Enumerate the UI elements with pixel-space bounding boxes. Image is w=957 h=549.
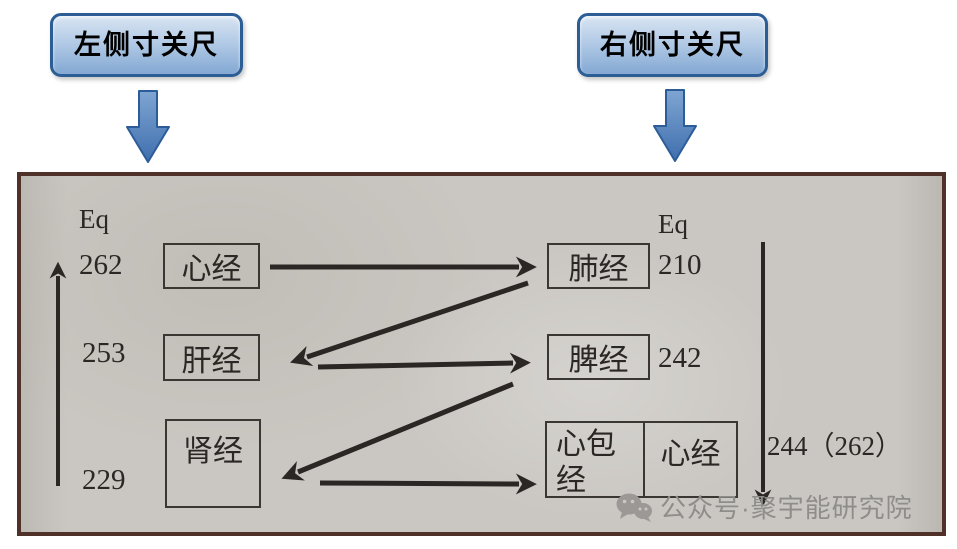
eq-value-heart: 262: [79, 249, 123, 281]
meridian-label: 心经: [660, 438, 721, 471]
meridian-box-liver: 肝经: [163, 334, 260, 381]
meridian-label: 心经: [181, 253, 242, 286]
wechat-icon: [616, 493, 652, 522]
meridian-label: 肾经: [183, 435, 243, 468]
watermark: 公众号·聚宇能研究院: [615, 492, 913, 523]
right-pulse-callout: 右侧寸关尺: [577, 13, 768, 77]
eq-value-liver: 253: [82, 337, 126, 369]
meridian-label: 心包经: [556, 428, 616, 497]
blue-down-arrow-icon: [126, 90, 170, 163]
eq-value-lung: 210: [658, 249, 702, 281]
meridian-label: 肺经: [568, 253, 629, 286]
meridian-box-heart: 心经: [163, 243, 260, 289]
left-pulse-callout-label: 左侧寸关尺: [74, 29, 219, 60]
scanned-diagram: Eq 262 心经 253 肝经 229 肾经 Eq 肺经 210 脾经 242…: [17, 172, 946, 536]
eq-header-right: Eq: [658, 209, 688, 239]
meridian-label: 脾经: [568, 344, 629, 377]
eq-value-pericardium: 244（262）: [767, 431, 902, 461]
eq-header-left: Eq: [79, 204, 109, 234]
right-pulse-callout-label: 右侧寸关尺: [600, 29, 745, 60]
meridian-box-kidney: 肾经: [165, 419, 261, 508]
meridian-box-heart-right: 心经: [643, 421, 738, 498]
eq-value-spleen: 242: [658, 342, 702, 374]
left-pulse-callout: 左侧寸关尺: [50, 13, 243, 77]
meridian-label: 肝经: [181, 344, 242, 378]
meridian-box-lung: 肺经: [547, 243, 650, 289]
blue-down-arrow-icon: [653, 89, 697, 162]
meridian-box-spleen: 脾经: [547, 334, 650, 380]
meridian-box-pericardium: 心包经: [545, 421, 645, 498]
flow-arrows: [49, 242, 772, 507]
eq-value-kidney: 229: [82, 464, 126, 496]
watermark-text: 公众号·聚宇能研究院: [660, 492, 913, 523]
